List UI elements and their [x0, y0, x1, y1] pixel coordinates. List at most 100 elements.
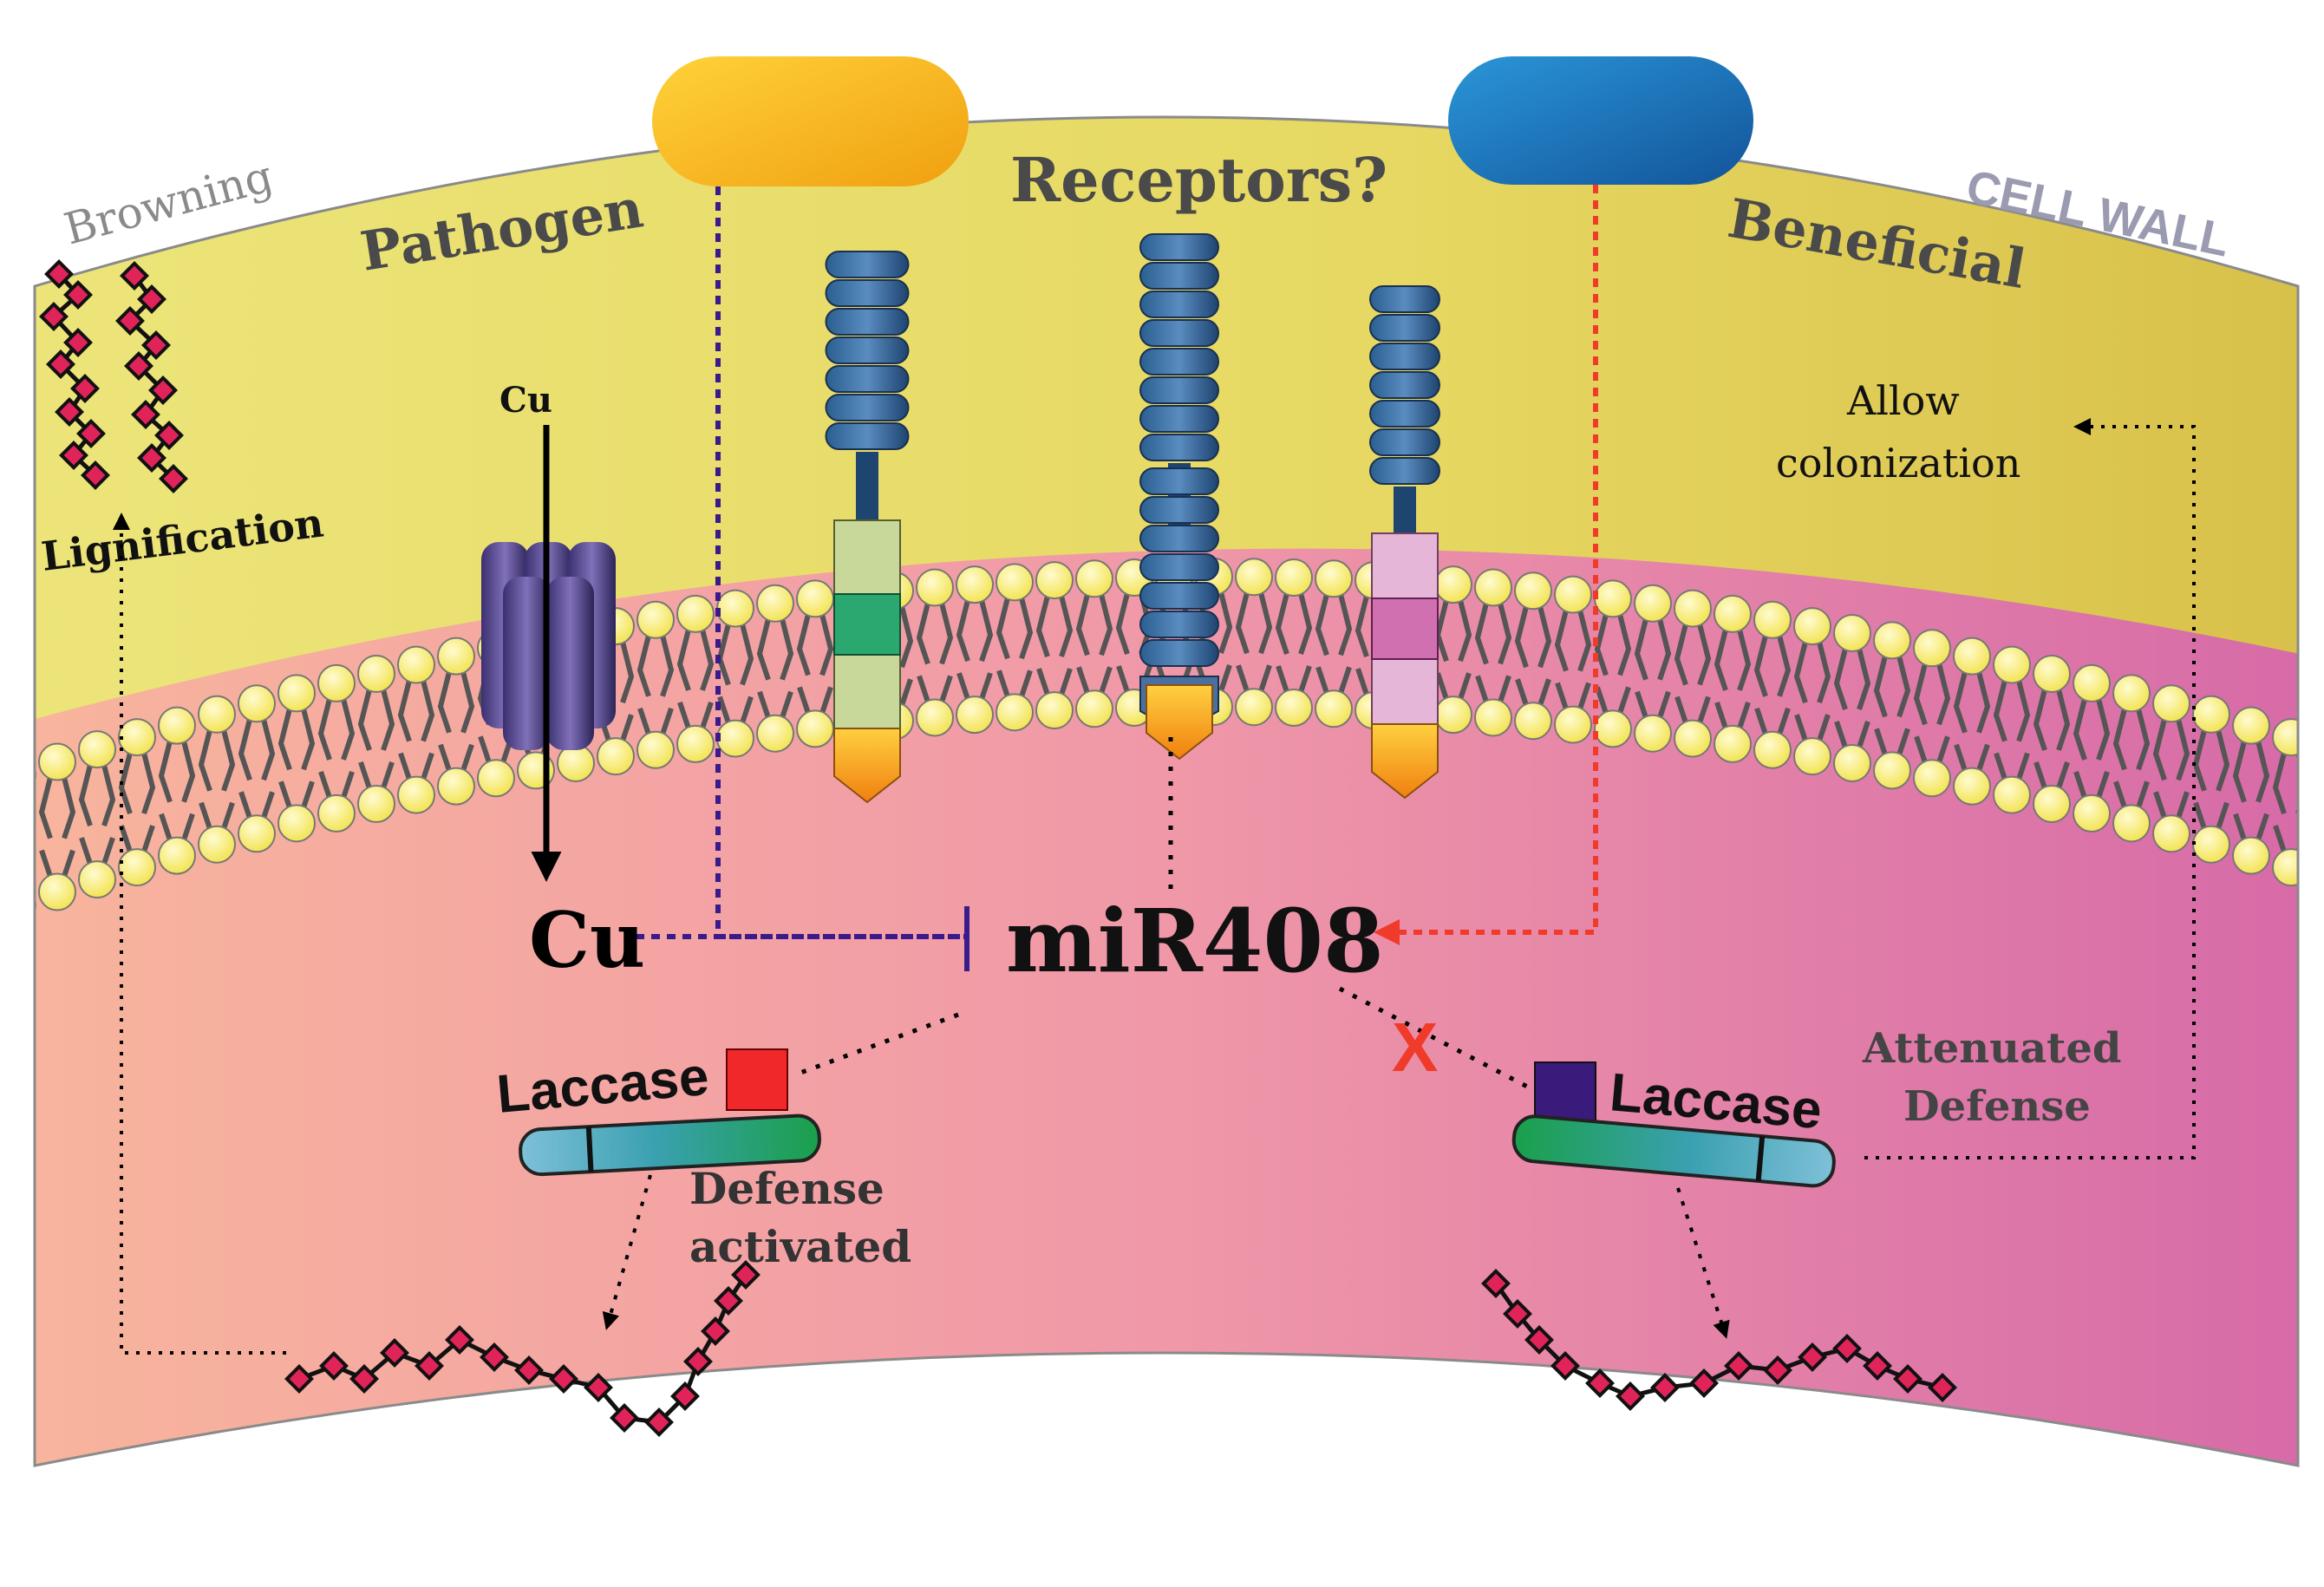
- lipid: [1953, 637, 1991, 806]
- lipid-head: [477, 759, 515, 798]
- lipid: [1753, 600, 1792, 769]
- lipid-head: [2152, 814, 2190, 853]
- lipid: [1035, 561, 1074, 730]
- receptors-group: [825, 233, 1440, 804]
- lipid-head: [2192, 825, 2230, 864]
- lignin-bead: [159, 464, 188, 493]
- lipid-head: [2232, 836, 2270, 875]
- activated-label: activated: [689, 1221, 911, 1272]
- lignin-bead: [644, 1407, 674, 1437]
- lipid: [2232, 706, 2270, 875]
- lipid-head: [996, 693, 1034, 732]
- receptor-ectodomain: [1139, 405, 1219, 433]
- lignin-bead: [1863, 1351, 1892, 1381]
- lignin-bead: [63, 328, 93, 357]
- lignin-bead: [1724, 1351, 1753, 1381]
- lipid-head: [238, 814, 276, 853]
- lipid-head: [796, 709, 834, 748]
- receptor-ectodomain: [825, 365, 910, 393]
- lipid: [1075, 559, 1113, 728]
- lignin-bead: [1503, 1299, 1532, 1329]
- lipid: [2112, 674, 2151, 843]
- lipid-head: [1753, 730, 1792, 769]
- lipid: [1833, 614, 1871, 783]
- lignin-bead: [76, 419, 106, 448]
- lignin-bead: [46, 349, 75, 379]
- lipid: [78, 730, 116, 899]
- lipid-head: [397, 645, 435, 684]
- lipid-head: [716, 589, 754, 628]
- lipid-head: [78, 730, 116, 769]
- lipid: [1714, 594, 1752, 763]
- receptor-stalk: [1394, 487, 1416, 539]
- lipid-head: [756, 584, 794, 623]
- receptor-ectodomain: [1139, 611, 1219, 638]
- mir408-label: miR408: [1006, 890, 1384, 992]
- lignin-bead: [1832, 1334, 1862, 1363]
- lignin-bead: [137, 443, 166, 473]
- lipid: [1674, 589, 1712, 758]
- lipid-head: [1833, 744, 1871, 783]
- lipid-head: [2073, 663, 2111, 702]
- receptor-ectodomain: [1369, 343, 1440, 370]
- receptor-ectodomain: [1369, 400, 1440, 428]
- lipid-head: [956, 565, 994, 604]
- lipid-head: [437, 637, 475, 676]
- lignin-bead: [415, 1351, 444, 1381]
- lipid: [238, 684, 276, 853]
- receptor-kinase-domain: [833, 728, 901, 804]
- lignin-bead: [731, 1260, 761, 1290]
- lipid-head: [2033, 784, 2071, 823]
- lipid-head: [357, 784, 395, 823]
- lipid: [796, 579, 834, 748]
- lignin-bead: [1689, 1368, 1719, 1398]
- lipid-head: [1993, 645, 2031, 684]
- lignin-chain: [39, 259, 110, 490]
- lipid-head: [1554, 705, 1592, 744]
- lipid: [2152, 684, 2190, 853]
- lipid: [118, 718, 156, 887]
- lignin-bead: [154, 421, 184, 450]
- lipid-head: [636, 730, 675, 769]
- lipid: [1913, 629, 1951, 798]
- lipid: [437, 637, 475, 806]
- lipid-head: [1913, 629, 1951, 668]
- lipid-head: [2272, 718, 2298, 757]
- lipid-head: [1235, 688, 1273, 727]
- lignin-bead: [714, 1286, 743, 1316]
- lignin-bead: [70, 374, 100, 403]
- receptor-ectodomain: [825, 308, 910, 336]
- lipid: [35, 755, 36, 924]
- receptor-ectodomain: [1369, 457, 1440, 485]
- lipid-head: [1434, 565, 1472, 604]
- blocked-mark: X: [1392, 1009, 1438, 1086]
- lignin-bead: [480, 1342, 509, 1372]
- lignin-bead: [137, 284, 166, 314]
- pathogen-microbe: [652, 56, 969, 186]
- lipid-head: [357, 654, 395, 693]
- lipid-head: [1953, 767, 1991, 806]
- lignin-bead: [670, 1381, 700, 1411]
- lipid: [1474, 568, 1512, 737]
- lipid: [1793, 607, 1831, 776]
- lignin-chain: [1481, 1269, 1957, 1411]
- lipid: [317, 663, 356, 833]
- lignin-bead: [131, 400, 160, 429]
- lipid-head: [198, 825, 236, 864]
- lipid-head: [1275, 558, 1313, 598]
- lipid: [1993, 645, 2031, 814]
- lipid-head: [158, 706, 196, 745]
- receptor-ectodomain: [1139, 233, 1219, 261]
- lignin-bead: [1763, 1355, 1792, 1385]
- colonization-arrow: [1864, 418, 2196, 1159]
- lipid-head: [557, 744, 595, 783]
- receptor-stalk: [856, 452, 878, 521]
- lignin-bead: [1550, 1351, 1580, 1381]
- lipid-head: [2152, 684, 2190, 723]
- lignin-bead: [284, 1364, 314, 1394]
- lignin-bead: [549, 1364, 578, 1394]
- lipid-head: [756, 714, 794, 753]
- lignin-bead: [1585, 1368, 1615, 1398]
- laccase-active-marker: [726, 1048, 788, 1111]
- lipid: [158, 706, 196, 875]
